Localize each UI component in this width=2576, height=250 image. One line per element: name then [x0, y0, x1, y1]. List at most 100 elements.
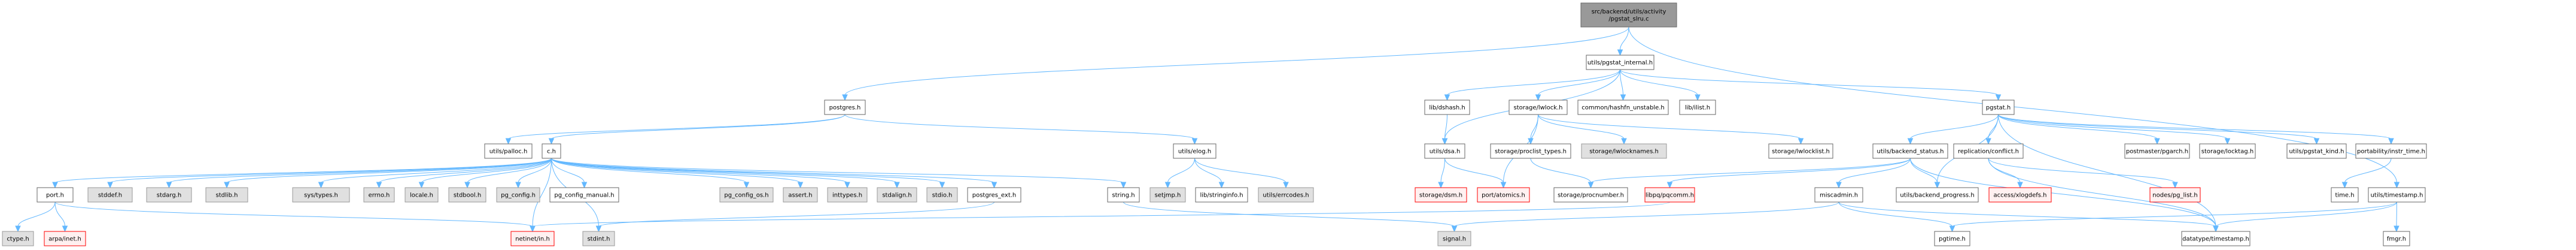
node-palloc[interactable]: utils/palloc.h [484, 143, 533, 159]
node-port[interactable]: port.h [37, 187, 74, 203]
node-box [1149, 187, 1186, 203]
node-procnumber[interactable]: storage/procnumber.h [1553, 187, 1628, 203]
node-signal[interactable]: signal.h [1437, 231, 1471, 246]
arrowhead-icon [595, 225, 602, 233]
node-arpa_inet[interactable]: arpa/inet.h [44, 231, 86, 246]
arrowhead-icon [1535, 94, 1541, 101]
arrowhead-icon [894, 182, 900, 189]
node-stdlib[interactable]: stdlib.h [205, 187, 248, 203]
node-locktag[interactable]: storage/locktag.h [2199, 143, 2256, 159]
node-pg_config[interactable]: pg_config.h [496, 187, 540, 203]
edge-postgres-to-palloc [505, 114, 846, 145]
node-box [1195, 187, 1248, 203]
node-label: ctype.h [7, 236, 29, 243]
node-pgtime[interactable]: pgtime.h [1934, 231, 1970, 246]
node-dsm[interactable]: storage/dsm.h [1415, 187, 1467, 203]
node-elog[interactable]: utils/elog.h [1173, 143, 1216, 159]
node-pgarch[interactable]: postmaster/pgarch.h [2124, 143, 2190, 159]
node-errno[interactable]: errno.h [363, 187, 395, 203]
arrowhead-icon [1621, 138, 1627, 145]
node-label: stdalign.h [882, 192, 911, 199]
node-dt_timestamp[interactable]: datatype/timestamp.h [2181, 231, 2250, 246]
node-lwlock[interactable]: storage/lwlock.h [1509, 100, 1568, 115]
node-stdbool[interactable]: stdbool.h [448, 187, 486, 203]
node-conflict[interactable]: replication/conflict.h [1953, 143, 2024, 159]
node-stringinfo[interactable]: lib/stringinfo.h [1195, 187, 1248, 203]
node-box [967, 187, 1021, 203]
arrowhead-icon [1451, 225, 1458, 233]
node-locale[interactable]: locale.h [405, 187, 439, 203]
node-time[interactable]: time.h [2331, 187, 2359, 203]
node-string[interactable]: string.h [1107, 187, 1140, 203]
edge-c-to-pg_config_manual [551, 158, 588, 189]
node-fmgr[interactable]: fmgr.h [2383, 231, 2410, 246]
node-label: port.h [46, 192, 64, 199]
node-instr_time[interactable]: portability/instr_time.h [2355, 143, 2427, 159]
node-box [2, 231, 34, 246]
node-ilist[interactable]: lib/ilist.h [1679, 100, 1716, 115]
edge-c-to-postgres_ext [551, 158, 997, 189]
edge-line [1952, 201, 2397, 227]
node-xlogdefs[interactable]: access/xlogdefs.h [1988, 187, 2052, 203]
edge-line [844, 114, 1195, 140]
node-c[interactable]: c.h [542, 143, 561, 159]
node-errcodes[interactable]: utils/errcodes.h [1258, 187, 1314, 203]
edge-line [2215, 201, 2397, 227]
node-box [1814, 187, 1863, 203]
node-pgstat[interactable]: pgstat.h [1982, 100, 2015, 115]
edge-c-to-pg_config [515, 158, 552, 189]
node-box [2199, 143, 2256, 159]
node-inttypes[interactable]: inttypes.h [827, 187, 868, 203]
node-label: storage/proclist_types.h [1495, 149, 1567, 155]
node-systypes[interactable]: sys/types.h [292, 187, 350, 203]
node-stddef[interactable]: stddef.h [87, 187, 133, 203]
node-pgstat_internal[interactable]: utils/pgstat_internal.h [1586, 55, 1655, 70]
node-pg_config_os[interactable]: pg_config_os.h [719, 187, 774, 203]
node-ctype[interactable]: ctype.h [2, 231, 34, 246]
edge-line [1440, 158, 1445, 183]
edge-pgstat-to-dt_timestamp [1998, 114, 2219, 233]
node-pgstat_kind[interactable]: utils/pgstat_kind.h [2286, 143, 2347, 159]
node-pg_config_manual[interactable]: pg_config_manual.h [549, 187, 619, 203]
node-stdint[interactable]: stdint.h [582, 231, 615, 246]
node-label: storage/procnumber.h [1558, 192, 1624, 199]
node-lwlocklist[interactable]: storage/lwlocklist.h [1768, 143, 1833, 159]
node-pqcomm[interactable]: libpq/pqcomm.h [1644, 187, 1695, 203]
node-label: storage/lwlocklist.h [1772, 149, 1830, 155]
node-atomics[interactable]: port/atomics.h [1477, 187, 1530, 203]
edge-line [844, 26, 1629, 96]
edge-line [551, 158, 898, 183]
node-dsa[interactable]: utils/dsa.h [1424, 143, 1465, 159]
node-stdarg[interactable]: stdarg.h [146, 187, 192, 203]
edge-backend_status-to-miscadmin [1836, 158, 1911, 189]
edge-dshash-to-dsa [1441, 114, 1448, 145]
node-dshash[interactable]: lib/dshash.h [1424, 100, 1470, 115]
node-stdio[interactable]: stdio.h [926, 187, 958, 203]
node-miscadmin[interactable]: miscadmin.h [1814, 187, 1863, 203]
node-box [1415, 187, 1467, 203]
arrowhead-icon [515, 182, 521, 189]
edge-c-to-pg_config_os [551, 158, 750, 189]
node-postgres_ext[interactable]: postgres_ext.h [967, 187, 1021, 203]
edge-line [421, 158, 552, 183]
node-postgres[interactable]: postgres.h [824, 100, 866, 115]
node-box [2355, 143, 2427, 159]
node-netinet_in[interactable]: netinet/in.h [510, 231, 555, 246]
node-proclist_types[interactable]: storage/proclist_types.h [1490, 143, 1571, 159]
node-backend_progress[interactable]: utils/backend_progress.h [1896, 187, 1979, 203]
arrowhead-icon [530, 225, 536, 233]
edge-c-to-string [551, 158, 1127, 189]
node-lwlocknames[interactable]: storage/lwlocknames.h [1581, 143, 1667, 159]
edge-line [1998, 114, 2228, 140]
node-hashfn_unstable[interactable]: common/hashfn_unstable.h [1577, 100, 1669, 115]
node-backend_status[interactable]: utils/backend_status.h [1872, 143, 1948, 159]
node-setjmp[interactable]: setjmp.h [1149, 187, 1186, 203]
edge-line [54, 201, 65, 227]
node-box [484, 143, 533, 159]
node-timestamp_u[interactable]: utils/timestamp.h [2368, 187, 2426, 203]
node-stdalign[interactable]: stdalign.h [877, 187, 917, 203]
node-assert[interactable]: assert.h [783, 187, 818, 203]
node-pg_list[interactable]: nodes/pg_list.h [2149, 187, 2201, 203]
arrowhead-icon [1500, 182, 1507, 189]
